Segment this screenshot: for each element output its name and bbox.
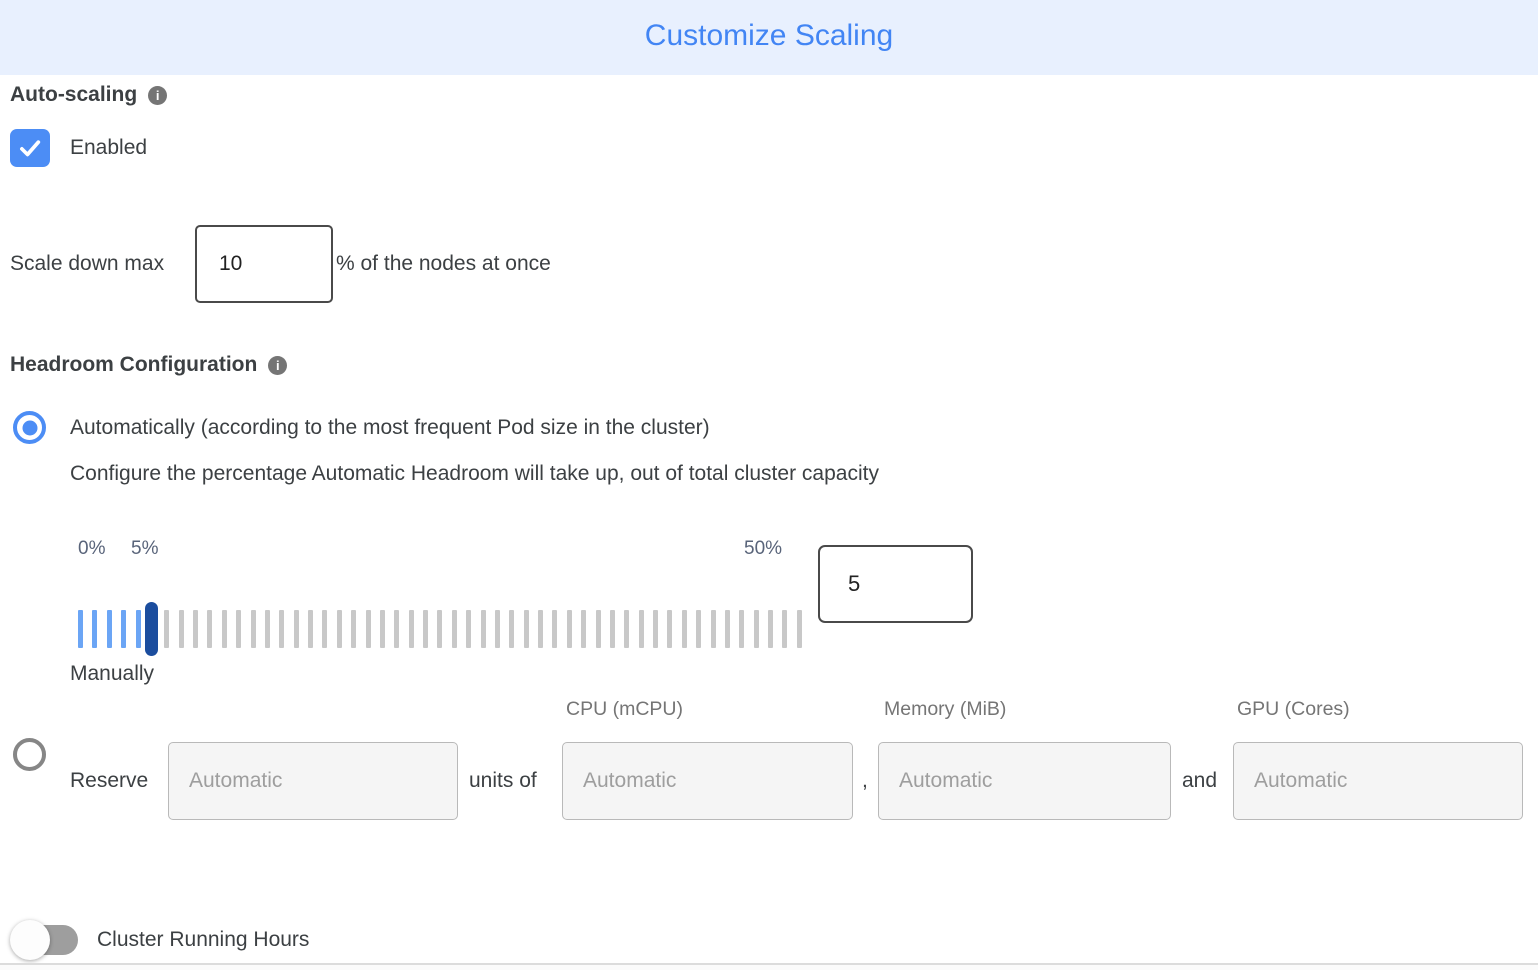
reserve-memory-input[interactable] (878, 742, 1171, 820)
cluster-running-hours-label: Cluster Running Hours (97, 928, 310, 951)
column-header-gpu: GPU (Cores) (1237, 698, 1350, 720)
slider-tick (667, 610, 673, 648)
slider-tick (724, 610, 730, 648)
slider-tick (106, 610, 112, 648)
slider-tick (365, 610, 371, 648)
slider-tick (92, 610, 98, 648)
slider-min-label: 0% (78, 538, 106, 559)
slider-tick (638, 610, 644, 648)
slider-thumb[interactable] (145, 602, 159, 656)
toggle-knob[interactable] (10, 920, 50, 960)
slider-tick (308, 610, 313, 648)
headroom-label: Headroom Configuration (10, 353, 258, 376)
auto-scaling-label: Auto-scaling (10, 83, 138, 106)
scale-down-prefix: Scale down max (10, 252, 165, 275)
slider-tick (121, 610, 127, 648)
footer-strip (0, 965, 1538, 970)
slider-tick (178, 610, 184, 648)
info-icon[interactable]: i (268, 355, 288, 375)
slider-tick (681, 610, 687, 648)
headroom-manually-label: Manually (70, 662, 155, 685)
slider-tick (336, 610, 342, 648)
units-of-label: units of (469, 769, 537, 792)
slider-tick (379, 610, 385, 648)
auto-scaling-heading: Auto-scaling i (10, 83, 168, 107)
slider-tick (78, 610, 83, 648)
scale-down-suffix: % of the nodes at once (336, 252, 551, 275)
slider-tick (739, 610, 745, 648)
slider-tick (609, 610, 615, 648)
column-header-memory: Memory (MiB) (884, 698, 1007, 720)
slider-tick (264, 610, 270, 648)
slider-tick (351, 610, 357, 648)
slider-tick (624, 610, 630, 648)
reserve-label: Reserve (70, 769, 149, 792)
reserve-cpu-input[interactable] (562, 742, 853, 820)
slider-tick (408, 610, 414, 648)
slider-tick (466, 610, 472, 648)
headroom-manually-radio[interactable] (13, 738, 46, 771)
dialog-title: Customize Scaling (644, 19, 894, 52)
headroom-slider[interactable] (78, 602, 802, 656)
slider-tick (279, 610, 285, 648)
slider-tick (236, 610, 242, 648)
slider-tick (293, 610, 299, 648)
slider-tick (696, 610, 702, 648)
reserve-units-input[interactable] (168, 742, 458, 820)
slider-tick (451, 610, 457, 648)
slider-tick (796, 610, 802, 648)
headroom-automatic-radio[interactable] (13, 411, 46, 444)
slider-tick (394, 610, 400, 648)
slider-tick (207, 610, 213, 648)
slider-tick (509, 610, 515, 648)
slider-tick (581, 610, 587, 648)
slider-tick (753, 610, 759, 648)
slider-max-label: 50% (744, 538, 783, 559)
slider-tick (566, 610, 572, 648)
info-icon[interactable]: i (148, 85, 168, 105)
reserve-gpu-input[interactable] (1233, 742, 1523, 820)
slider-tick (221, 610, 227, 648)
comma-separator: , (862, 769, 868, 792)
slider-tick (322, 610, 328, 648)
auto-scaling-enabled-checkbox[interactable] (10, 129, 50, 167)
slider-tick (250, 610, 256, 648)
slider-tick (193, 610, 198, 648)
dialog-header: Customize Scaling (0, 0, 1538, 75)
slider-current-label: 5% (131, 538, 159, 559)
enabled-label: Enabled (70, 136, 148, 159)
headroom-auto-description: Configure the percentage Automatic Headr… (70, 462, 879, 485)
slider-tick (552, 610, 558, 648)
headroom-automatic-label: Automatically (according to the most fre… (70, 416, 710, 439)
slider-tick (164, 610, 170, 648)
slider-tick (437, 610, 443, 648)
column-header-cpu: CPU (mCPU) (566, 698, 683, 720)
slider-tick (135, 610, 141, 648)
slider-tick (494, 610, 500, 648)
slider-tick (538, 610, 543, 648)
slider-tick (480, 610, 486, 648)
slider-tick (782, 610, 788, 648)
headroom-heading: Headroom Configuration i (10, 353, 288, 377)
slider-tick (653, 610, 658, 648)
bottom-divider (0, 963, 1538, 965)
slider-tick (595, 610, 601, 648)
slider-tick (710, 610, 716, 648)
checkmark-icon (16, 135, 44, 161)
and-label: and (1182, 769, 1218, 792)
scale-down-max-input[interactable] (195, 225, 333, 303)
slider-tick (523, 610, 529, 648)
slider-tick (768, 610, 773, 648)
headroom-percentage-input[interactable] (818, 545, 973, 623)
cluster-running-hours-toggle[interactable] (10, 917, 86, 963)
slider-tick (423, 610, 428, 648)
